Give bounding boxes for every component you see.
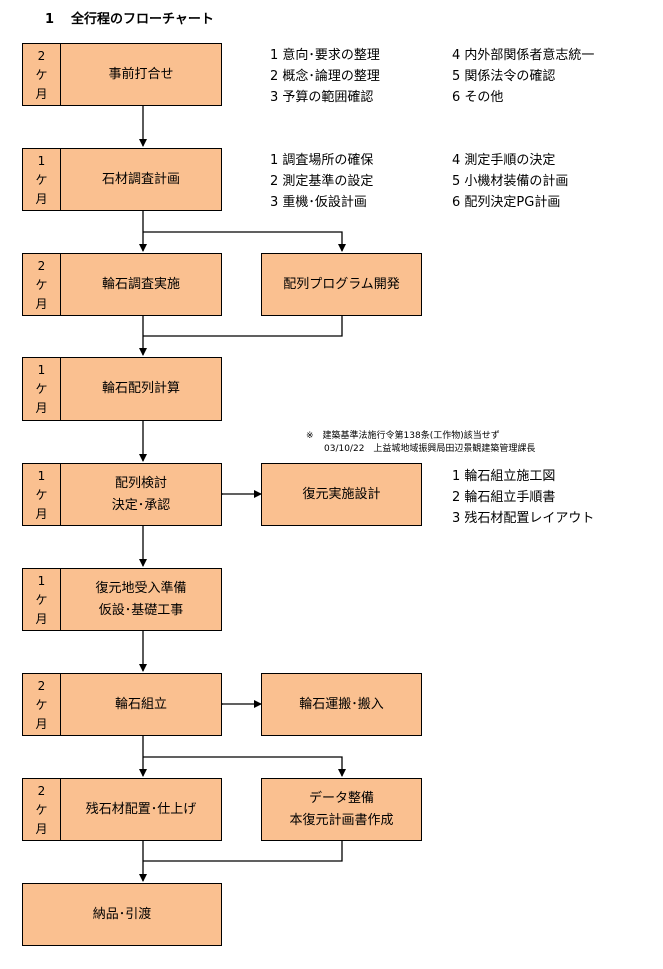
step-restoration-design: 復元実施設計 <box>261 463 422 526</box>
branch-s2-s3b <box>143 231 346 252</box>
step-label: 石材調査計画 <box>101 171 180 187</box>
step-label: 輪石運搬･搬入 <box>299 696 384 712</box>
step-label: 輪石組立 <box>114 696 167 712</box>
step-label: 復元実施設計 <box>302 486 381 502</box>
step-label: 事前打合せ <box>108 66 174 82</box>
legal-annotation: ※ 建築基準法施行令第138条(工作物)該当せず 03/10/22 上益城地域振… <box>306 431 536 454</box>
step-label: 配列プログラム開発 <box>283 276 400 292</box>
merge-s3b-s4 <box>143 316 343 337</box>
step-label: 納品･引渡 <box>92 906 152 922</box>
step-label: 輪石調査実施 <box>101 276 180 292</box>
title-text: 全行程のフローチャート <box>71 12 214 27</box>
step-ring-stone-transport: 輪石運搬･搬入 <box>261 673 422 736</box>
step-label: 復元地受入準備仮設･基礎工事 <box>95 580 187 618</box>
step-delivery-handover: 納品･引渡 <box>22 883 222 946</box>
step-label: 配列検討決定･承認 <box>111 475 171 513</box>
step-label: 輪石配列計算 <box>101 381 180 396</box>
title-number: 1 <box>45 12 55 27</box>
step-label: 残石材配置･仕上げ <box>85 801 197 817</box>
step-data-report: データ整備本復元計画書作成 <box>261 778 422 841</box>
step-label: データ整備本復元計画書作成 <box>289 790 394 828</box>
merge-s8b-s9 <box>143 841 343 862</box>
branch-s7-s8b <box>143 756 346 777</box>
step-arrangement-program-dev: 配列プログラム開発 <box>261 253 422 316</box>
page-title: 1 全行程のフローチャート <box>45 8 214 27</box>
